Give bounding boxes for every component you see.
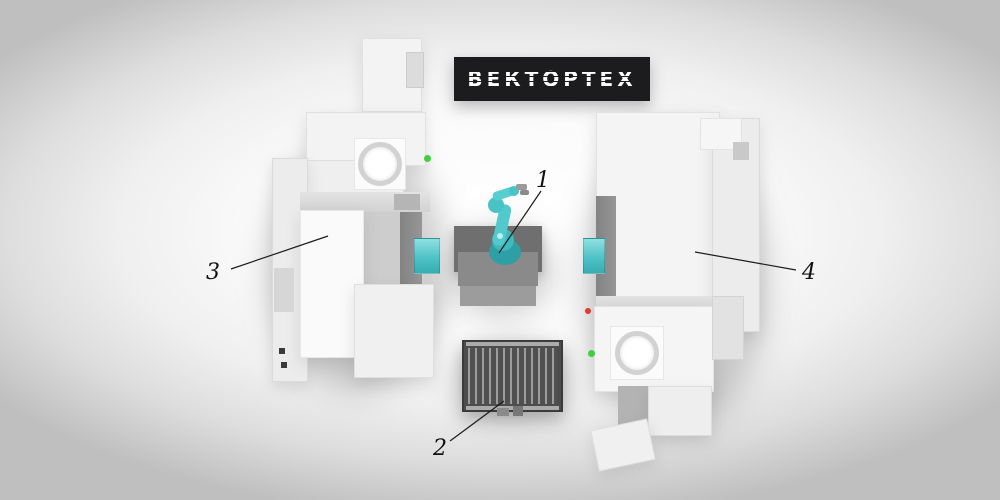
machine-right-top-detail <box>733 142 749 160</box>
logo-banner: ВЕКТОРТЕХ <box>454 57 650 101</box>
pallet-frame <box>462 340 563 412</box>
machine-left-main-block <box>300 210 364 358</box>
machine-left-detail-dot-b <box>281 362 287 368</box>
machine-right-door-window <box>583 238 605 274</box>
machine-right-red-indicator <box>585 308 591 314</box>
pallet-foot-b <box>513 406 523 416</box>
callout-label-2: 2 <box>433 436 447 461</box>
machine-left-bottom-block <box>354 284 434 378</box>
pallet-rail-top <box>466 342 559 346</box>
callout-label-1: 1 <box>536 168 550 193</box>
machine-left-door-window <box>414 238 440 274</box>
machine-right-spindle-circle <box>615 331 659 375</box>
machine-left-rail-block <box>394 194 420 210</box>
machine-right-side-tab <box>712 296 744 360</box>
machine-left-side-tab <box>274 268 294 312</box>
machine-left-spindle-housing <box>354 138 406 190</box>
machine-right-green-led <box>588 350 595 357</box>
robot-base-plate-bottom <box>460 286 536 306</box>
pallet-rail-bottom <box>466 406 559 410</box>
machine-left-top-tab <box>406 52 424 88</box>
machine-left-green-led <box>424 155 431 162</box>
machine-left-detail-dot-a <box>279 348 285 354</box>
callout-label-4: 4 <box>802 260 816 285</box>
logo-text: ВЕКТОРТЕХ <box>467 67 637 91</box>
pallet-foot-a <box>497 408 509 416</box>
machine-right-bottom-block <box>648 386 712 436</box>
pallet-slats <box>468 348 557 404</box>
callout-label-3: 3 <box>206 260 220 285</box>
machine-right-spindle-housing <box>610 326 664 380</box>
machine-right-main-block <box>596 112 720 306</box>
machine-right-foot <box>590 418 656 472</box>
machine-left-spindle-circle <box>358 142 402 186</box>
